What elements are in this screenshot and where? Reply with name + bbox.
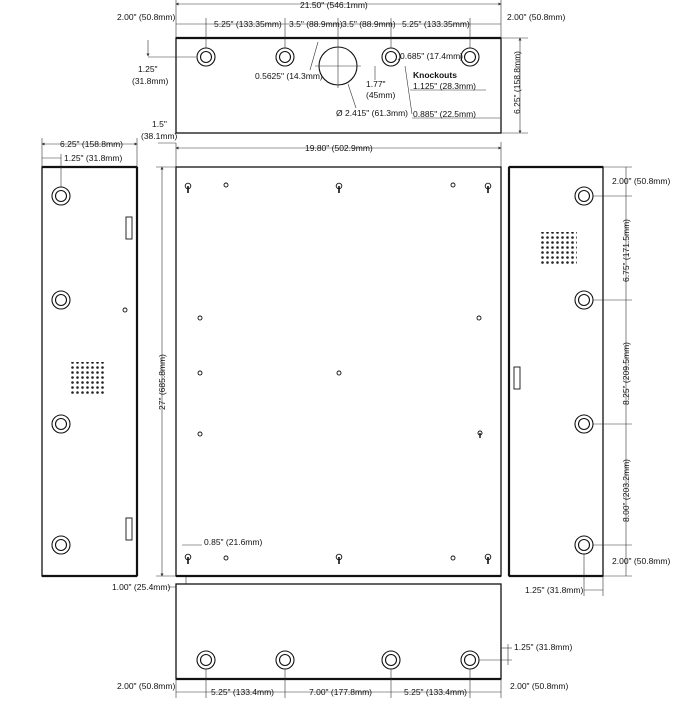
keyhole bbox=[335, 553, 343, 564]
back-panel-outline bbox=[175, 166, 502, 577]
keyhole bbox=[184, 553, 192, 564]
top-edge-left: 2.00" (50.8mm) bbox=[117, 12, 175, 22]
knockout-size-1: 1.125" (28.3mm) bbox=[413, 81, 476, 91]
mount-hole bbox=[223, 182, 229, 188]
right-bottom-offset: 2.00" (50.8mm) bbox=[612, 556, 670, 566]
back-height-label: 27" (685.8mm) bbox=[157, 354, 167, 410]
large-hole-offset: 1.77" bbox=[366, 79, 386, 89]
back-width-label: 19.80" (502.9mm) bbox=[305, 143, 373, 153]
left-ko-offset: 1.25" (31.8mm) bbox=[64, 153, 122, 163]
right-spacing-2: 8.25" (209.5mm) bbox=[621, 342, 631, 405]
back-panel: 19.80" (502.9mm) 27" (685.8mm) 0.85" (21… bbox=[156, 142, 502, 578]
left-bottom-offset: 1.00" (25.4mm) bbox=[112, 582, 170, 592]
top-ko-offset: 1.25" bbox=[138, 64, 158, 74]
knockouts-title: Knockouts bbox=[413, 70, 457, 80]
right-slot bbox=[513, 366, 521, 390]
large-hole-dia: 2.415" (61.3mm) bbox=[345, 108, 408, 118]
mount-hole bbox=[476, 315, 482, 321]
left-slot bbox=[125, 216, 133, 240]
right-panel-outline bbox=[508, 166, 604, 577]
top-spacing-1: 5.25" (133.35mm) bbox=[214, 19, 282, 29]
left-slot bbox=[125, 517, 133, 541]
large-hole-offset-mm: (45mm) bbox=[366, 90, 395, 100]
mount-hole bbox=[336, 370, 342, 376]
top-panel: 21.50" (546.1mm) 2.00" (50.8mm) 5.25" (1… bbox=[117, 0, 565, 134]
left-depth-label: 6.25" (158.8mm) bbox=[60, 139, 123, 149]
bottom-spacing-1: 5.25" (133.4mm) bbox=[211, 687, 274, 697]
keyhole bbox=[484, 182, 492, 193]
mount-hole bbox=[197, 370, 203, 376]
right-top-offset: 2.00" (50.8mm) bbox=[612, 176, 670, 186]
mount-hole bbox=[450, 182, 456, 188]
right-ko-offset: 1.25" (31.8mm) bbox=[525, 585, 583, 595]
left-knockout bbox=[51, 535, 71, 555]
right-spacing-3: 8.00" (203.2mm) bbox=[621, 459, 631, 522]
keyhole bbox=[335, 182, 343, 193]
top-overall-width: 21.50" (546.1mm) bbox=[300, 0, 368, 10]
keyhole bbox=[484, 553, 492, 564]
right-vent-grid bbox=[541, 232, 577, 266]
top-spacing-4: 5.25" (133.35mm) bbox=[402, 19, 470, 29]
ko-dia: 0.685" (17.4mm) bbox=[400, 51, 463, 61]
top-spacing-2: 3.5" (88.9mm) bbox=[289, 19, 343, 29]
top-spacing-3: 3.5" (88.9mm) bbox=[342, 19, 396, 29]
left-knockout bbox=[51, 290, 71, 310]
left-vent-grid bbox=[70, 362, 106, 396]
mount-hole bbox=[223, 555, 229, 561]
knockout-size-2: 0.885" (22.5mm) bbox=[413, 109, 476, 119]
mount-hole bbox=[197, 315, 203, 321]
bottom-spacing-2: 7.00" (177.8mm) bbox=[309, 687, 372, 697]
mount-hole bbox=[197, 431, 203, 437]
flange-label: 1.5" bbox=[152, 119, 167, 129]
small-hole-label: 0.5625" (14.3mm) bbox=[255, 71, 323, 81]
mount-hole bbox=[450, 555, 456, 561]
bottom-panel-outline bbox=[175, 583, 502, 680]
keyhole-label: 0.85" (21.6mm) bbox=[204, 537, 262, 547]
flange-label-mm: (38.1mm) bbox=[141, 131, 178, 141]
keyhole bbox=[477, 430, 483, 438]
bottom-spacing-3: 5.25" (133.4mm) bbox=[404, 687, 467, 697]
bottom-edge-right: 2.00" (50.8mm) bbox=[510, 681, 568, 691]
large-hole bbox=[315, 44, 361, 88]
top-edge-right: 2.00" (50.8mm) bbox=[507, 12, 565, 22]
bottom-edge-left: 2.00" (50.8mm) bbox=[117, 681, 175, 691]
left-knockout bbox=[51, 414, 71, 434]
large-hole-dia-symbol: Ø bbox=[336, 108, 343, 118]
top-height-label: 6.25" (158.8mm) bbox=[512, 51, 522, 114]
left-panel: 6.25" (158.8mm) 1.25" (31.8mm) 1.5" (38.… bbox=[41, 119, 187, 592]
right-panel: 2.00" (50.8mm) 6.75" (171.5mm) 8.25" (20… bbox=[507, 165, 670, 596]
bottom-ko-offset: 1.25" (31.8mm) bbox=[514, 642, 572, 652]
keyhole bbox=[184, 182, 192, 193]
left-hole bbox=[122, 307, 128, 313]
top-ko-offset-mm: (31.8mm) bbox=[132, 76, 169, 86]
right-spacing-1: 6.75" (171.5mm) bbox=[621, 219, 631, 282]
bottom-panel: 2.00" (50.8mm) 5.25" (133.4mm) 7.00" (17… bbox=[117, 583, 572, 698]
